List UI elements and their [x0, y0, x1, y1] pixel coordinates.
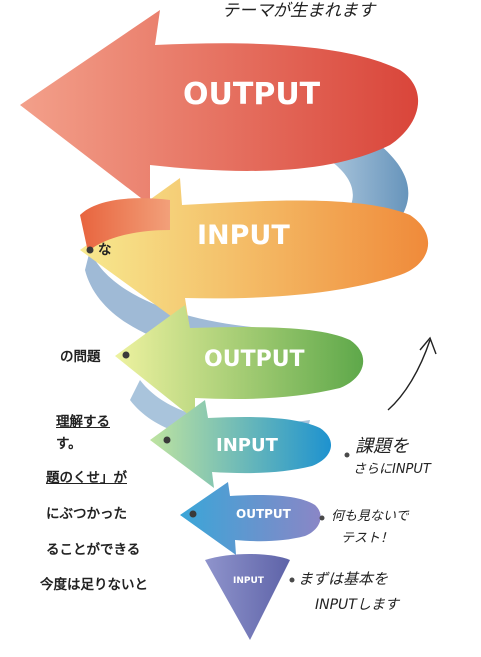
- annotation-line: テスト！: [341, 531, 394, 546]
- ribbon-input-2-back: [80, 198, 170, 252]
- spiral-label-output-3: OUTPUT: [204, 347, 305, 372]
- body-line: 題のくせ」が: [46, 470, 127, 486]
- spiral-label-input-2: INPUT: [197, 220, 290, 251]
- ribbon-output-5: [180, 482, 321, 555]
- body-line: す。: [56, 436, 82, 452]
- hand-arrow-head: [419, 336, 437, 355]
- annotation-line: 何も見ないで: [331, 509, 409, 524]
- annotation-dot: [319, 515, 325, 521]
- body-line: にぶつかった: [46, 506, 127, 522]
- bullet-dot: [163, 436, 171, 444]
- ribbon-input-6: [205, 554, 290, 640]
- hand-arrow: [387, 339, 431, 411]
- body-line: な: [98, 242, 112, 258]
- ribbon-output-top: [20, 10, 419, 205]
- ribbon-output-3: [115, 305, 364, 420]
- body-line: の問題: [60, 349, 101, 365]
- bullet-dot: [86, 246, 94, 254]
- bullet-dot: [122, 351, 130, 359]
- body-line: 理解する: [56, 414, 110, 430]
- spiral-label-output-5: OUTPUT: [236, 507, 292, 521]
- annotation-line: 課題を: [355, 436, 409, 457]
- annotation-dot: [344, 452, 350, 458]
- spiral-label-output-1: OUTPUT: [183, 77, 321, 112]
- annotation-dot: [289, 577, 295, 583]
- body-line: 今度は足りないと: [40, 577, 148, 593]
- top-note: テーマが生まれます: [222, 1, 375, 21]
- annotation-line: さらにINPUT: [353, 462, 431, 477]
- ribbon-input-4: [150, 400, 332, 488]
- body-line: ることができる: [46, 542, 141, 558]
- annotation-line: まずは基本を: [298, 570, 389, 588]
- spiral-label-input-4: INPUT: [216, 435, 279, 456]
- spiral-label-input-6: INPUT: [233, 576, 265, 586]
- annotation-line: INPUTします: [315, 597, 399, 613]
- bullet-dot: [189, 510, 197, 518]
